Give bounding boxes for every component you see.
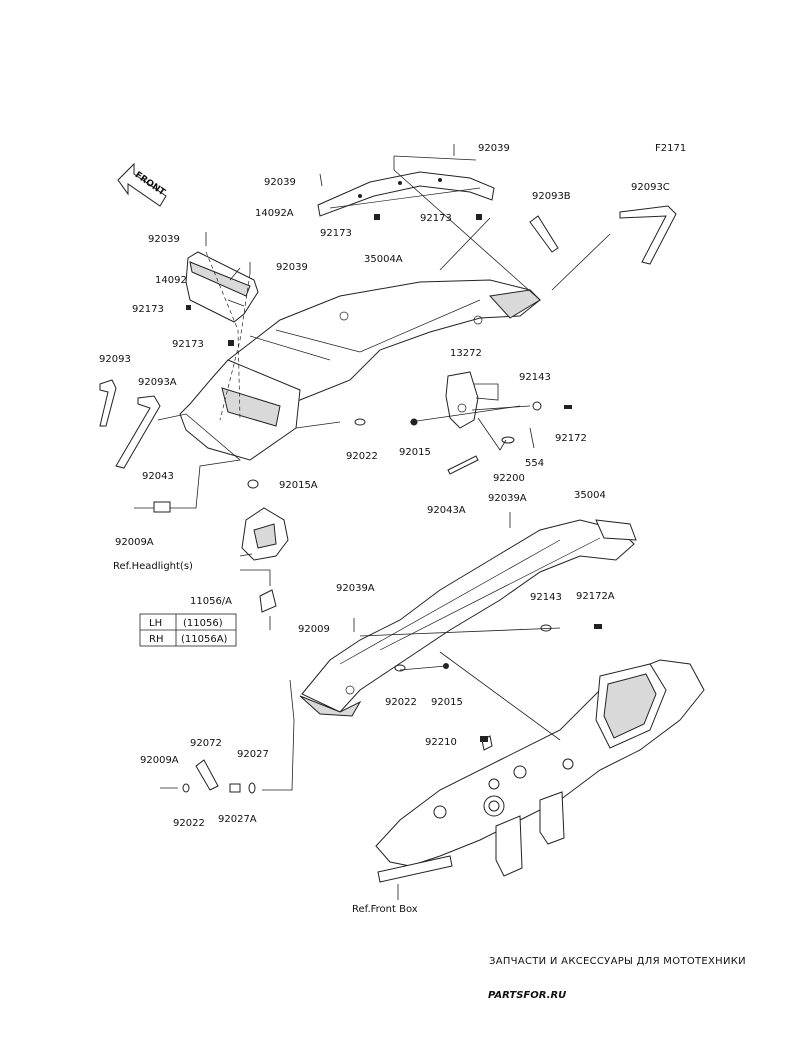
label-92172: 92172 xyxy=(555,433,587,444)
label-ref-headlight: Ref.Headlight(s) xyxy=(113,561,193,572)
label-92143-a: 92143 xyxy=(519,372,551,383)
label-92009A: 92009A xyxy=(115,537,154,548)
label-92173-c: 92173 xyxy=(132,304,164,315)
front-direction-arrow: FRONT xyxy=(117,162,167,207)
watermark: ЗАПЧАСТИ И АКСЕССУАРЫ ДЛЯ МОТОТЕХНИКИ PA… xyxy=(488,956,746,1001)
label-92039-top: 92039 xyxy=(478,143,510,154)
label-92143-b: 92143 xyxy=(530,592,562,603)
label-35004: 35004 xyxy=(574,490,606,501)
trim-14092A xyxy=(317,171,495,217)
strip-92093B xyxy=(529,215,559,253)
label-92027A: 92027A xyxy=(218,814,257,825)
label-92093: 92093 xyxy=(99,354,131,365)
bracket-13272 xyxy=(445,371,479,429)
variant-table: LH (11056) RH (11056A) xyxy=(139,613,237,647)
label-92200: 92200 xyxy=(493,473,525,484)
strip-92093 xyxy=(99,379,117,427)
label-92022-a: 92022 xyxy=(346,451,378,462)
table-row-lh-side: LH xyxy=(149,618,162,629)
label-92210: 92210 xyxy=(425,737,457,748)
label-92039-mid: 92039 xyxy=(276,262,308,273)
label-92015A: 92015A xyxy=(279,480,318,491)
table-row-rh-part: (11056A) xyxy=(181,634,228,645)
label-554: 554 xyxy=(525,458,544,469)
label-92093A: 92093A xyxy=(138,377,177,388)
label-92093B: 92093B xyxy=(532,191,571,202)
label-92009A-b: 92009A xyxy=(140,755,179,766)
label-35004A: 35004A xyxy=(364,254,403,265)
figure-code: F2171 xyxy=(655,143,686,154)
label-92173-a: 92173 xyxy=(320,228,352,239)
trim-14092 xyxy=(185,251,259,323)
label-92015-a: 92015 xyxy=(399,447,431,458)
table-row-rh-side: RH xyxy=(149,634,163,645)
label-92022-c: 92022 xyxy=(173,818,205,829)
label-14092A: 14092A xyxy=(255,208,294,219)
label-92039A-a: 92039A xyxy=(488,493,527,504)
label-92173-b: 92173 xyxy=(420,213,452,224)
leader-lines xyxy=(157,155,611,900)
label-92173-d: 92173 xyxy=(172,339,204,350)
label-14092: 14092 xyxy=(155,275,187,286)
watermark-logo: PARTSFOR.RU xyxy=(488,990,566,1001)
strip-92093A xyxy=(115,395,161,469)
label-92027: 92027 xyxy=(237,749,269,760)
label-11056A: 11056/A xyxy=(190,596,232,607)
label-92043: 92043 xyxy=(142,471,174,482)
label-92009: 92009 xyxy=(298,624,330,635)
label-92093C: 92093C xyxy=(631,182,670,193)
label-92039A-b: 92039A xyxy=(336,583,375,594)
headlight-bracket xyxy=(241,507,289,630)
watermark-caption: ЗАПЧАСТИ И АКСЕССУАРЫ ДЛЯ МОТОТЕХНИКИ xyxy=(489,956,746,967)
label-92043A: 92043A xyxy=(427,505,466,516)
table-row-lh-part: (11056) xyxy=(183,618,223,629)
label-92039-left: 92039 xyxy=(148,234,180,245)
label-92172A: 92172A xyxy=(576,591,615,602)
label-92039-upper: 92039 xyxy=(264,177,296,188)
fairing-35004 xyxy=(299,519,637,717)
part-labels: 92039 92039 14092A 92173 92173 92093B 92… xyxy=(99,143,670,915)
label-13272: 13272 xyxy=(450,348,482,359)
strip-92093C xyxy=(619,205,677,265)
dash-panel xyxy=(375,659,705,883)
label-92072: 92072 xyxy=(190,738,222,749)
fasteners-lower xyxy=(160,512,602,794)
label-92022-b: 92022 xyxy=(385,697,417,708)
fasteners-upper xyxy=(134,144,572,513)
label-92015-b: 92015 xyxy=(431,697,463,708)
label-ref-front-box: Ref.Front Box xyxy=(352,904,418,915)
